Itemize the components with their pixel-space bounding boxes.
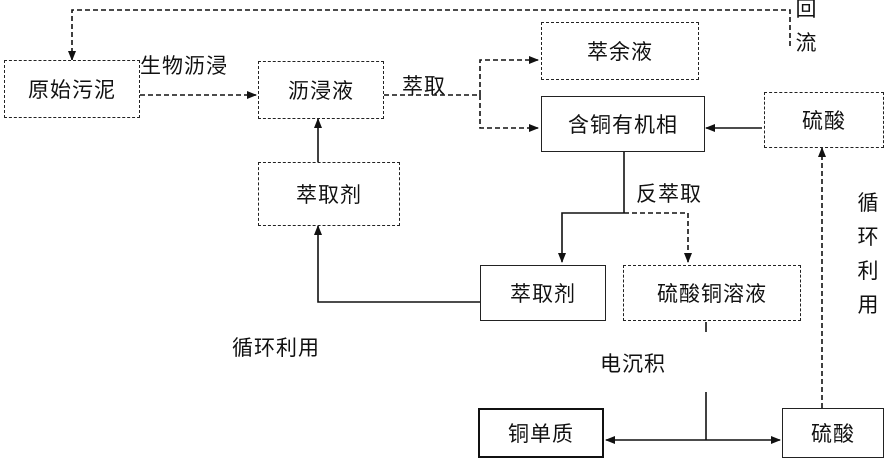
recycle-right-label: 循环利用 xyxy=(857,191,879,317)
to-copper-sulfate-arrow xyxy=(624,212,692,263)
raffinate-branch-arrow xyxy=(479,56,539,95)
reflux-arrow xyxy=(68,9,791,61)
back-extraction-label: 反萃取 xyxy=(636,182,702,206)
sulfuric-acid-bottom-box: 硫酸 xyxy=(782,408,884,458)
raw-sludge-label: 原始污泥 xyxy=(28,78,116,102)
raffinate-box: 萃余液 xyxy=(541,22,699,80)
bioleach-label: 生物沥浸 xyxy=(140,54,228,78)
recycle-extractant-arrow xyxy=(314,225,480,303)
copper-sulfate-label: 硫酸铜溶液 xyxy=(657,282,767,306)
electrowinning-label: 电沉积 xyxy=(600,352,666,376)
sulfuric-acid-top-box: 硫酸 xyxy=(764,92,884,148)
copper-box: 铜单质 xyxy=(478,408,604,458)
organic-branch-arrow xyxy=(479,95,539,132)
leachate-box: 沥浸液 xyxy=(258,61,384,119)
raffinate-label: 萃余液 xyxy=(587,40,653,64)
extractant-right-label: 萃取剂 xyxy=(510,282,576,306)
copper-label: 铜单质 xyxy=(508,422,574,446)
reflux-label: 回流 xyxy=(795,0,817,55)
to-extractant-arrow xyxy=(558,212,624,263)
recycle-left-label: 循环利用 xyxy=(232,336,320,360)
copper-organic-label: 含铜有机相 xyxy=(568,113,678,137)
extractant-left-box: 萃取剂 xyxy=(258,162,400,226)
extractant-left-label: 萃取剂 xyxy=(296,183,362,207)
sulfuric-acid-top-label: 硫酸 xyxy=(802,109,846,133)
copper-sulfate-box: 硫酸铜溶液 xyxy=(623,265,801,321)
extraction-label: 萃取 xyxy=(402,74,446,98)
leachate-label: 沥浸液 xyxy=(288,79,354,103)
raw-sludge-box: 原始污泥 xyxy=(4,60,140,118)
extractant-right-box: 萃取剂 xyxy=(480,265,606,321)
sulfuric-acid-bottom-label: 硫酸 xyxy=(811,422,855,446)
copper-organic-box: 含铜有机相 xyxy=(541,96,705,152)
